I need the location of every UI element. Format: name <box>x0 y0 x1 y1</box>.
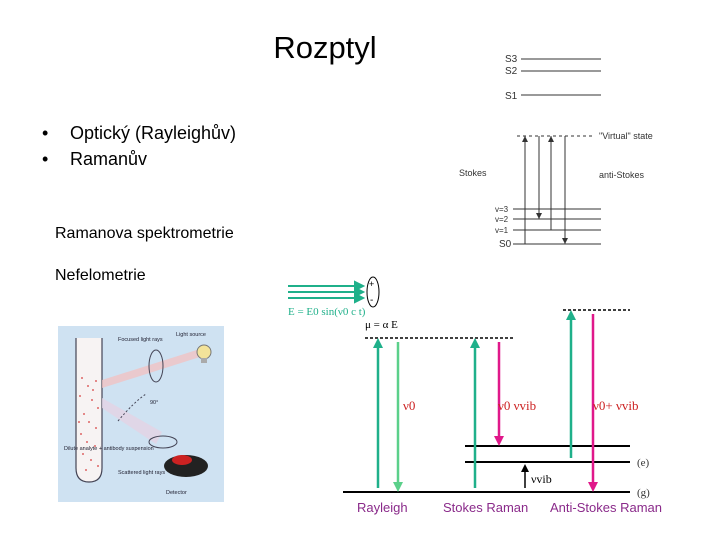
dipole-equation: μ = α E <box>365 319 398 331</box>
dipole-minus: - <box>370 295 373 306</box>
focusing-lens <box>148 349 164 383</box>
label-virtual-state: "Virtual" state <box>599 131 653 141</box>
label-detector: Detector <box>166 490 187 496</box>
label-s1: S1 <box>505 91 518 102</box>
nephelometer-figure: Focused light rays Light source 90° Dilu… <box>58 326 224 502</box>
label-light-source: Light source <box>176 332 206 338</box>
dipole-plus: + <box>369 279 374 289</box>
caption-rayleigh: Rayleigh <box>357 500 408 515</box>
label-anti-stokes: anti-Stokes <box>599 170 645 180</box>
field-equation: E = E0 sin(ν0 c t) <box>288 306 366 318</box>
label-e: (e) <box>637 457 650 469</box>
suspension-particles <box>78 377 99 471</box>
label-nu0: ν0 <box>403 398 415 413</box>
collecting-lens <box>148 435 178 449</box>
label-s0: S0 <box>499 239 512 250</box>
label-nu0-plus-vib: ν0+ νvib <box>593 398 638 413</box>
bulb-base <box>201 358 207 363</box>
label-nephelometry: Nefelometrie <box>55 267 146 284</box>
molecule-dipole <box>366 276 380 308</box>
bullet-text-raman: Ramanův <box>70 149 148 169</box>
bullet-marker: • <box>42 123 49 143</box>
incident-beam <box>102 348 203 388</box>
caption-anti-stokes-raman: Anti-Stokes Raman <box>550 500 662 515</box>
label-s2: S2 <box>505 66 518 77</box>
label-g: (g) <box>637 487 650 499</box>
bullet-text-optical: Optický (Rayleighův) <box>70 123 237 143</box>
label-v3: v=3 <box>495 205 509 214</box>
test-tube <box>75 338 103 483</box>
light-bulb <box>196 344 212 360</box>
bullet-item-raman: • Ramanův <box>42 146 236 172</box>
field-arrows <box>288 280 366 304</box>
label-angle: 90° <box>150 400 158 406</box>
caption-stokes-raman: Stokes Raman <box>443 500 528 515</box>
scattered-beam <box>102 398 162 444</box>
label-scattered: Scattered light rays <box>118 470 165 476</box>
raman-diagram: + - E = E0 sin(ν0 c t) μ = α E (e) (g) ν… <box>288 276 662 515</box>
label-cuvette: Dilute analyte + antibody suspension <box>64 446 154 452</box>
bullet-list: • Optický (Rayleighův) • Ramanův <box>42 120 236 172</box>
angle-arc <box>117 393 147 422</box>
detector-window <box>172 455 192 465</box>
label-v2: v=2 <box>495 215 509 224</box>
label-v1: v=1 <box>495 226 509 235</box>
label-s3: S3 <box>505 54 518 65</box>
label-nu-vib: νvib <box>531 472 552 486</box>
label-focused-light: Focused light rays <box>118 337 163 343</box>
bullet-item-optical: • Optický (Rayleighův) <box>42 120 236 146</box>
label-stokes: Stokes <box>459 168 487 178</box>
slide-title: Rozptyl <box>273 30 377 65</box>
label-nu0-minus-vib: ν0 νvib <box>498 398 536 413</box>
label-raman-spectrometry: Ramanova spektrometrie <box>55 225 234 242</box>
energy-level-diagram: S3 S2 S1 "Virtual" state Stokes anti-Sto… <box>459 54 653 250</box>
bullet-marker: • <box>42 149 49 169</box>
